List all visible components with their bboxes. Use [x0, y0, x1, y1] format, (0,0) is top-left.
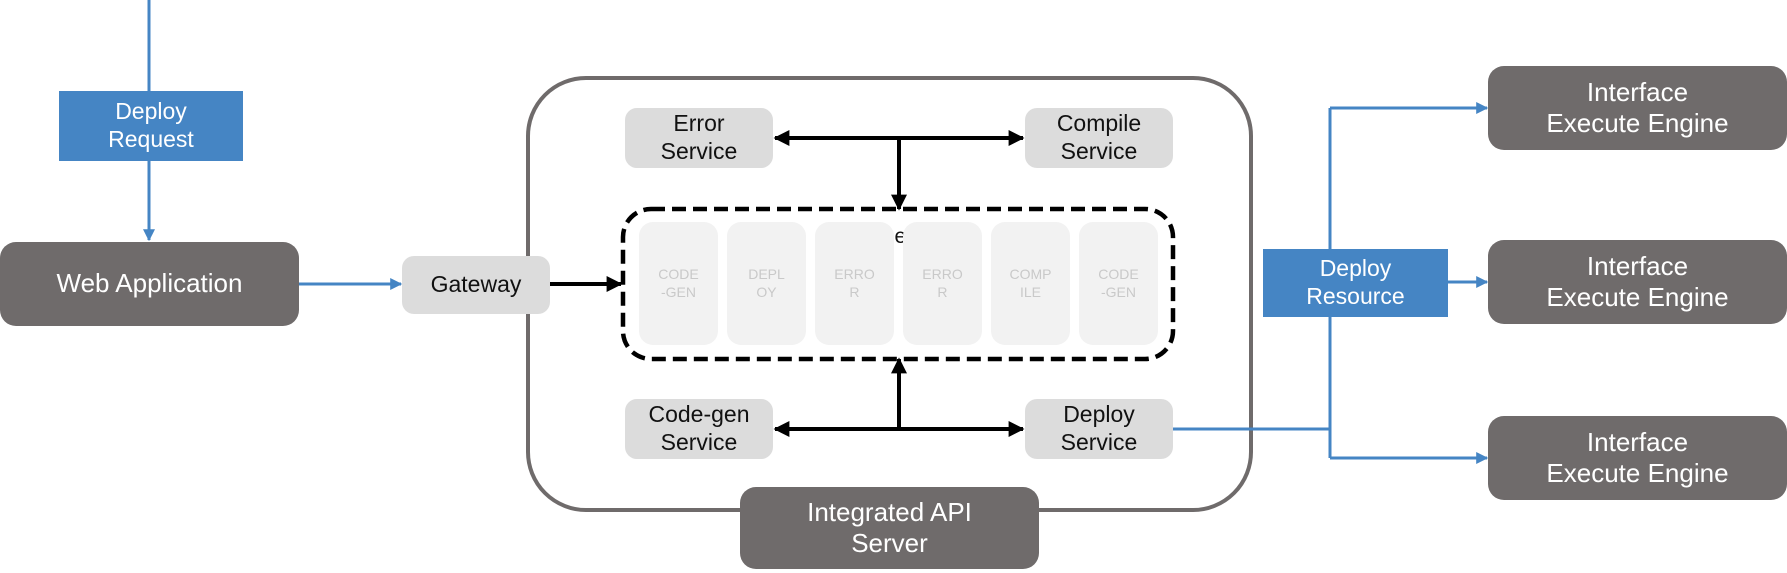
message-queue-border — [620, 206, 1176, 362]
gateway-box: Gateway — [402, 256, 550, 314]
deploy-request-box: Deploy Request — [59, 91, 243, 161]
queue-item: CODE -GEN — [1079, 222, 1158, 345]
queue-item: ERRO R — [903, 222, 982, 345]
codegen-service-box: Code-gen Service — [625, 399, 773, 459]
queue-item: ERRO R — [815, 222, 894, 345]
queue-item: DEPL OY — [727, 222, 806, 345]
integrated-api-server-box: Integrated API Server — [740, 487, 1039, 569]
web-application-box: Web Application — [0, 242, 299, 326]
execute-engine-box: Interface Execute Engine — [1488, 66, 1787, 150]
execute-engine-box: Interface Execute Engine — [1488, 240, 1787, 324]
queue-item: COMP ILE — [991, 222, 1070, 345]
queue-item: CODE -GEN — [639, 222, 718, 345]
deploy-resource-box: Deploy Resource — [1263, 249, 1448, 317]
execute-engine-box: Interface Execute Engine — [1488, 416, 1787, 500]
compile-service-box: Compile Service — [1025, 108, 1173, 168]
error-service-box: Error Service — [625, 108, 773, 168]
deploy-service-box: Deploy Service — [1025, 399, 1173, 459]
